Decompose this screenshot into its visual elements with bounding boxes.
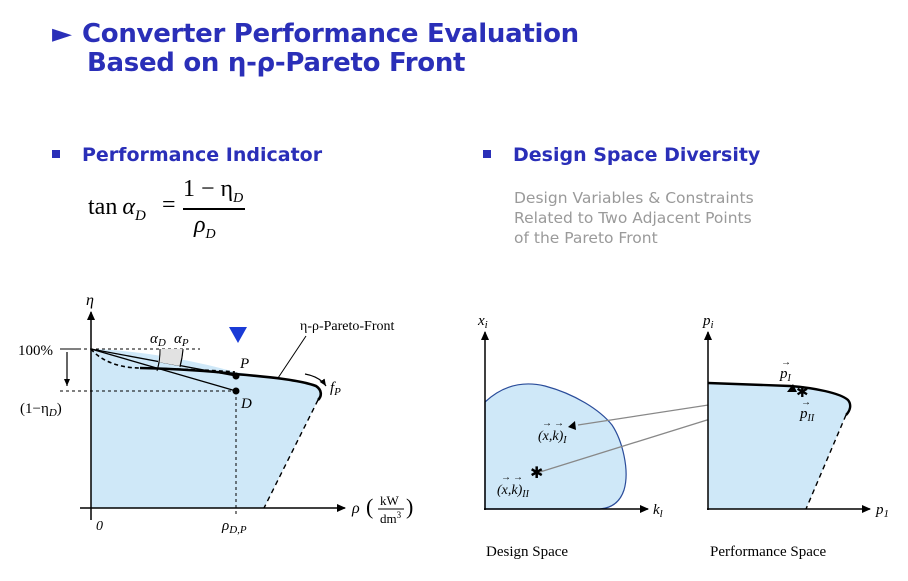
unit-paren-left: ( bbox=[366, 494, 373, 519]
svg-text:→: → bbox=[801, 397, 811, 408]
point-p-label: P bbox=[239, 356, 249, 372]
formula-denominator-sub: D bbox=[205, 226, 216, 242]
alpha-d-label: αD bbox=[150, 331, 166, 349]
bullet-square-icon bbox=[52, 149, 60, 158]
formula-fraction-bar bbox=[183, 208, 245, 210]
performance-front-curve bbox=[707, 381, 852, 416]
unit-numerator: kW bbox=[380, 493, 400, 508]
svg-text:→: → bbox=[781, 357, 791, 368]
label-1-minus-eta: (1−ηD) bbox=[20, 401, 62, 419]
slide-title: ► Converter Performance Evaluation Based … bbox=[52, 20, 579, 78]
performance-indicator-heading: Performance Indicator bbox=[52, 144, 322, 166]
design-point-II-label: (x,k)II bbox=[497, 483, 530, 500]
svg-text:→: → bbox=[542, 418, 552, 429]
title-line-1: Converter Performance Evaluation bbox=[82, 19, 579, 49]
svg-text:→: → bbox=[501, 472, 511, 483]
kl-axis-label: kl bbox=[653, 502, 663, 520]
svg-text:→: → bbox=[554, 418, 564, 429]
formula-denominator: ρ bbox=[194, 212, 206, 238]
point-d-label: D bbox=[240, 396, 252, 412]
formula-numerator-sub: D bbox=[233, 190, 244, 206]
design-space-diversity-heading: Design Space Diversity bbox=[483, 144, 760, 166]
perf-point-I-label: pI bbox=[779, 366, 792, 384]
design-point-I-label: (x,k)I bbox=[538, 429, 567, 446]
svg-text:→: → bbox=[513, 472, 523, 483]
point-D bbox=[232, 387, 240, 395]
alpha-p-label: αP bbox=[174, 331, 189, 349]
performance-space-caption: Performance Space bbox=[710, 544, 827, 560]
bullet-square-icon bbox=[483, 149, 491, 158]
performance-region bbox=[708, 383, 851, 509]
design-point-II-icon: ✱ bbox=[530, 465, 543, 482]
pareto-front-label: η-ρ-Pareto-Front bbox=[300, 319, 395, 334]
design-point-I-icon bbox=[568, 421, 576, 430]
origin-label: 0 bbox=[96, 519, 103, 534]
unit-paren-right: ) bbox=[406, 494, 413, 519]
perf-point-II-icon: ✱ bbox=[796, 385, 809, 401]
point-P bbox=[232, 372, 240, 380]
design-region bbox=[484, 383, 627, 510]
f-p-label: fP bbox=[330, 380, 341, 398]
play-triangle-icon: ► bbox=[52, 19, 72, 49]
right-boundary-dashed bbox=[263, 399, 319, 509]
formula-alpha: α bbox=[122, 194, 135, 220]
marker-triangle-icon bbox=[229, 327, 247, 343]
title-line-2: Based on η-ρ-Pareto Front bbox=[87, 48, 466, 78]
unit-denominator: dm3 bbox=[380, 510, 402, 526]
pareto-front-curve bbox=[139, 366, 323, 401]
p1-axis-label: p1 bbox=[875, 502, 889, 520]
feasible-region bbox=[91, 349, 322, 508]
performance-space-diagram: pi p1 ✱ pI → pII → Performance Space bbox=[702, 313, 889, 560]
design-space-diagram: xi kl (x,k)I → → ✱ (x,k)II → → Design Sp… bbox=[477, 313, 663, 560]
design-space-caption: Design Space bbox=[486, 544, 568, 560]
rho-dp-label: ρD,P bbox=[221, 518, 247, 536]
rho-axis-label: ρ bbox=[351, 500, 360, 517]
formula-equals: = bbox=[162, 192, 176, 218]
design-space-description: Design Variables & Constraints Related t… bbox=[514, 189, 754, 247]
formula-numerator: 1 − η bbox=[183, 176, 234, 202]
pi-axis-label: pi bbox=[702, 313, 714, 331]
eta-axis-label: η bbox=[86, 292, 94, 309]
perf-point-II-label: pII bbox=[799, 406, 815, 424]
line-to-D bbox=[90, 348, 237, 392]
label-100-percent: 100% bbox=[18, 343, 53, 359]
formula-alpha-sub: D bbox=[134, 207, 146, 224]
eta-rho-diagram: η 100% (1−ηD) 0 ρD,P ρ ( kW dm3 ) αD αP … bbox=[18, 292, 413, 536]
xi-axis-label: xi bbox=[477, 313, 488, 331]
formula-tan: tan bbox=[88, 194, 118, 220]
perf-point-I-icon bbox=[787, 384, 797, 392]
